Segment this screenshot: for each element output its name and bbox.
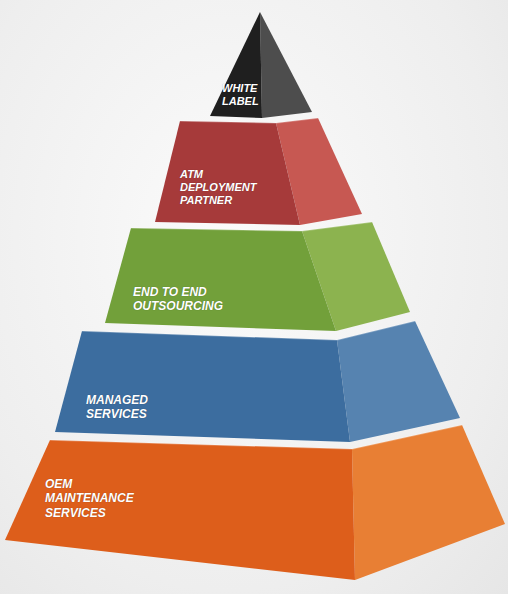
tier-label: END TO END OUTSOURCING xyxy=(133,285,241,314)
pyramid-tier: WHITE LABEL xyxy=(210,12,312,118)
tier-front-face xyxy=(55,331,350,442)
tier-rim xyxy=(50,425,462,449)
tier-label: ATM DEPLOYMENT PARTNER xyxy=(180,168,272,208)
tier-rim xyxy=(82,321,415,340)
tier-label: MANAGED SERVICES xyxy=(86,393,166,422)
tier-side-face xyxy=(260,12,312,118)
tier-label: OEM MAINTENANCE SERVICES xyxy=(45,477,145,520)
pyramid-tier: ATM DEPLOYMENT PARTNER xyxy=(155,118,362,225)
tier-label: WHITE LABEL xyxy=(222,82,278,108)
tier-rim xyxy=(180,118,318,123)
tier-side-face xyxy=(337,321,460,442)
pyramid-tier: MANAGED SERVICES xyxy=(55,321,460,442)
tier-side-face xyxy=(352,425,505,580)
pyramid-tier: OEM MAINTENANCE SERVICES xyxy=(5,425,505,580)
tier-rim xyxy=(131,222,372,231)
tier-shape xyxy=(105,222,410,331)
tier-shape xyxy=(55,321,460,442)
tier-front-face xyxy=(155,121,300,225)
tier-front-face xyxy=(105,228,336,331)
tier-front-face xyxy=(5,440,355,580)
pyramid-tier: END TO END OUTSOURCING xyxy=(105,222,410,331)
